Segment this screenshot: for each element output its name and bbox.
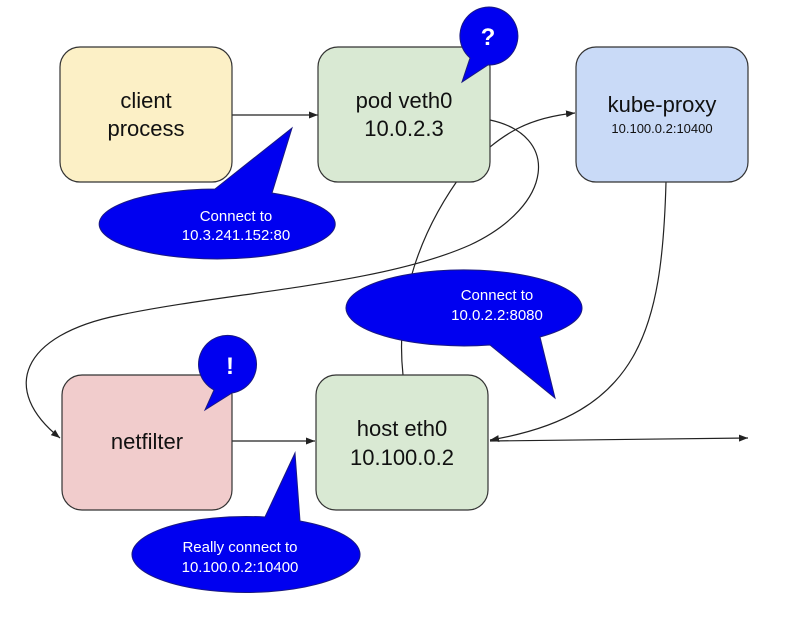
- bubble-connect-service: Connect to 10.3.241.152:80: [98, 126, 336, 260]
- exclaim-badge-shape: [198, 334, 257, 412]
- host-label-line2: 10.100.0.2: [350, 445, 454, 470]
- client-box: [59, 46, 233, 183]
- node-client-process: client process: [59, 46, 233, 183]
- bubble3-line2: 10.100.0.2:10400: [182, 559, 299, 576]
- exclaim-text: !: [226, 353, 234, 380]
- host-box: [315, 374, 489, 511]
- host-label-line1: host eth0: [357, 416, 448, 441]
- arrow-host-out: [489, 434, 749, 442]
- question-mark-text: ?: [481, 24, 496, 51]
- client-label-line1: client: [120, 88, 171, 113]
- node-host-eth0: host eth0 10.100.0.2: [315, 374, 489, 511]
- exclamation-icon: !: [198, 334, 257, 412]
- proxy-box: [575, 46, 749, 183]
- proxy-label-line2: 10.100.0.2:10400: [611, 121, 712, 136]
- bubble1-shape: [98, 126, 336, 260]
- netfilter-box: [61, 374, 233, 511]
- question-badge-shape: [459, 6, 519, 84]
- proxy-label-line1: kube-proxy: [608, 92, 717, 117]
- bubble-really-connect: Really connect to 10.100.0.2:10400: [131, 451, 361, 593]
- bubble3-line1: Really connect to: [182, 539, 297, 556]
- pod-label-line2: 10.0.2.3: [364, 116, 444, 141]
- arrow-pod-to-netfilter: [25, 119, 539, 439]
- pod-box: [317, 46, 491, 183]
- question-mark-icon: ?: [459, 6, 519, 84]
- bubble1-line2: 10.3.241.152:80: [182, 227, 290, 244]
- node-pod-veth0: pod veth0 10.0.2.3: [317, 46, 491, 183]
- bubble1-line1: Connect to: [200, 208, 273, 225]
- bubble2-line1: Connect to: [461, 287, 534, 304]
- node-netfilter: netfilter: [61, 374, 233, 511]
- arrow-proxy-to-host: [489, 181, 667, 442]
- client-label-line2: process: [107, 116, 184, 141]
- node-kube-proxy: kube-proxy 10.100.0.2:10400: [575, 46, 749, 183]
- bubble-connect-pod: Connect to 10.0.2.2:8080: [345, 269, 583, 400]
- bubble2-line2: 10.0.2.2:8080: [451, 307, 543, 324]
- pod-label-line1: pod veth0: [356, 88, 453, 113]
- netfilter-label: netfilter: [111, 429, 183, 454]
- bubble3-shape: [131, 451, 361, 593]
- bubble2-shape: [345, 269, 583, 400]
